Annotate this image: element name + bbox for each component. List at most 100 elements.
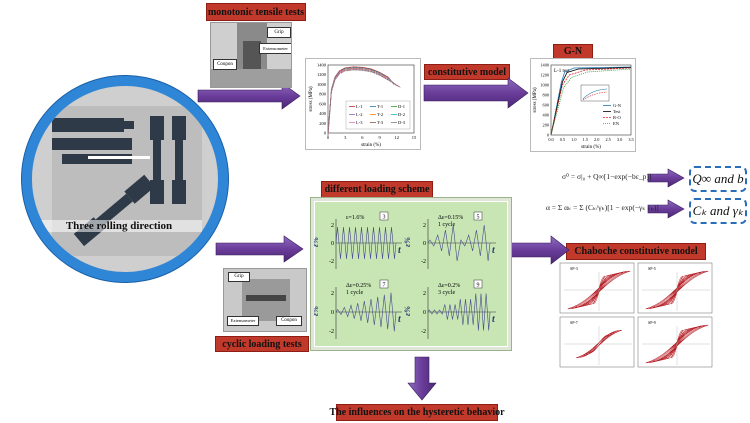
loading-panel-number: 3: [383, 215, 386, 221]
loading-panel-label: Δε=0.2%: [438, 283, 460, 289]
loading-waveform: [427, 224, 491, 262]
tensile-curve: [327, 69, 401, 137]
tensile-legend-label: D-2: [398, 112, 405, 117]
rolling-direction-label: Three rolling direction: [36, 220, 202, 232]
tensile-legend-box: [345, 100, 411, 130]
gn-xtick: 0.0: [548, 137, 553, 142]
loading-panel-number: 5: [477, 215, 480, 221]
arrow-eq2: [647, 199, 685, 219]
tensile-legend-label: L-1: [356, 104, 363, 109]
machine-base: [211, 69, 291, 87]
loading-waveform: [427, 293, 491, 331]
loading-tick: -2: [329, 329, 334, 335]
loading-panel-number-box: [473, 279, 483, 289]
gn-xtick: 1.0: [571, 137, 576, 142]
loading-panel-number-box: [473, 211, 483, 221]
hysteresis-cell: [559, 262, 635, 314]
tensile-xtick: 0: [327, 135, 330, 140]
coupon-tag-2: Coupon: [276, 316, 302, 326]
gn-ytick: 200: [543, 123, 549, 128]
loading-panel-label: ε=1.6%: [346, 215, 364, 221]
loading-ylabel: ε%: [403, 306, 412, 316]
hysteresis-cell: [559, 316, 635, 368]
gn-curve: [550, 67, 632, 136]
loading-tick: -2: [421, 259, 426, 265]
extensometer-tag: Extensometer: [259, 43, 291, 54]
gn-legend-label: R-O: [613, 115, 622, 120]
hysteresis-cell: [637, 262, 713, 314]
gn-legend-label: EN: [613, 121, 620, 126]
loading-ylabel: ε%: [314, 237, 320, 247]
gn-xtick: 2.5: [605, 137, 610, 142]
hysteresis-cell: [637, 316, 713, 368]
tensile-ytick: 600: [319, 101, 327, 106]
specimens-photo: [32, 86, 218, 272]
specimen-ring: Three rolling direction: [22, 76, 228, 282]
loading-xlabel: t: [398, 314, 402, 325]
loading-tick: 2: [423, 291, 426, 297]
label-constitutive-model: constitutive model: [424, 64, 510, 80]
gn-curve: [550, 67, 632, 136]
tensile-legend-label: L-2: [356, 112, 363, 117]
result-c-gamma: Cₖ and γₖ: [689, 198, 747, 224]
loading-tick: 2: [423, 223, 426, 229]
loading-panel-number: 9: [477, 283, 480, 289]
hysteresis-loop: [576, 329, 622, 359]
equation-kinematic: α = Σ αₖ = Σ (Cₖ/γₖ)[1 − exp(−γₖ εₚ)]: [546, 203, 659, 212]
tensile-ytick: 0: [324, 131, 327, 136]
loading-tick: 0: [423, 241, 426, 247]
hysteresis-loop: [645, 270, 709, 310]
hysteresis-loop: [571, 271, 627, 309]
loading-panel-label: Δε=0.15%: [438, 215, 463, 221]
gn-ytick: 1200: [540, 73, 549, 78]
tensile-ytick: 400: [319, 111, 327, 116]
loading-waveform: [335, 226, 397, 260]
gn-ytick: 1000: [540, 83, 549, 88]
hysteresis-title: SP-3: [570, 266, 578, 271]
tensile-legend-label: T-2: [377, 112, 383, 117]
tensile-ytick: 800: [319, 92, 327, 97]
loading-panel-cycle: 3 cycle: [438, 290, 455, 296]
hysteresis-loop: [645, 324, 709, 364]
tensile-legend-label: L-3: [356, 120, 363, 125]
gn-xlabel: strain (%): [581, 145, 601, 150]
tensile-legend-label: D-1: [398, 104, 405, 109]
gn-frame: [550, 64, 632, 136]
tensile-xlabel: strain (%): [361, 143, 381, 148]
tensile-xtick: 12: [395, 135, 400, 140]
gn-curve: [550, 66, 632, 136]
monotonic-test-photo: Grip Extensometer Coupon: [210, 22, 292, 88]
gn-inset-curve: [582, 88, 608, 100]
label-different-loading-scheme: different loading scheme: [321, 181, 433, 198]
loading-panel-label: Δε=0.25%: [346, 283, 371, 289]
loading-ylabel: ε%: [403, 237, 412, 247]
gn-xtick: 3.0: [617, 137, 622, 142]
result-q-b: Q∞ and b: [689, 166, 747, 192]
gn-xtick: 0.5: [560, 137, 565, 142]
gn-legend-label: G-N: [613, 103, 622, 108]
tensile-xtick: 9: [378, 135, 381, 140]
loading-panel-number-box: [379, 211, 389, 221]
gn-xtick: 1.5: [583, 137, 588, 142]
tensile-legend-label: T-1: [377, 104, 383, 109]
tensile-ytick: 200: [319, 121, 327, 126]
equation-isotropic: σ⁰ = σ|₀ + Q∞[1−exp(−bε_p)]: [562, 172, 652, 181]
loading-ylabel: ε%: [314, 306, 320, 316]
loading-tick: 0: [331, 310, 334, 316]
loading-tick: -2: [421, 329, 426, 335]
loading-xlabel: t: [492, 245, 496, 256]
loading-tick: -2: [329, 259, 334, 265]
loading-panel-cycle: 1 cycle: [438, 222, 455, 228]
hysteresis-loop: [574, 272, 624, 308]
loading-waveform: [335, 292, 397, 332]
loading-scheme-chart: 20-2ε%tε=1.6%320-2ε%tΔε=0.15%1 cycle520-…: [311, 211, 496, 339]
loading-tick: 2: [331, 223, 334, 229]
gn-ytick: 400: [543, 113, 549, 118]
loading-tick: 0: [423, 310, 426, 316]
loading-tick: 0: [331, 241, 334, 247]
tensile-legend-label: T-3: [377, 120, 384, 125]
tensile-xtick: 6: [361, 135, 364, 140]
